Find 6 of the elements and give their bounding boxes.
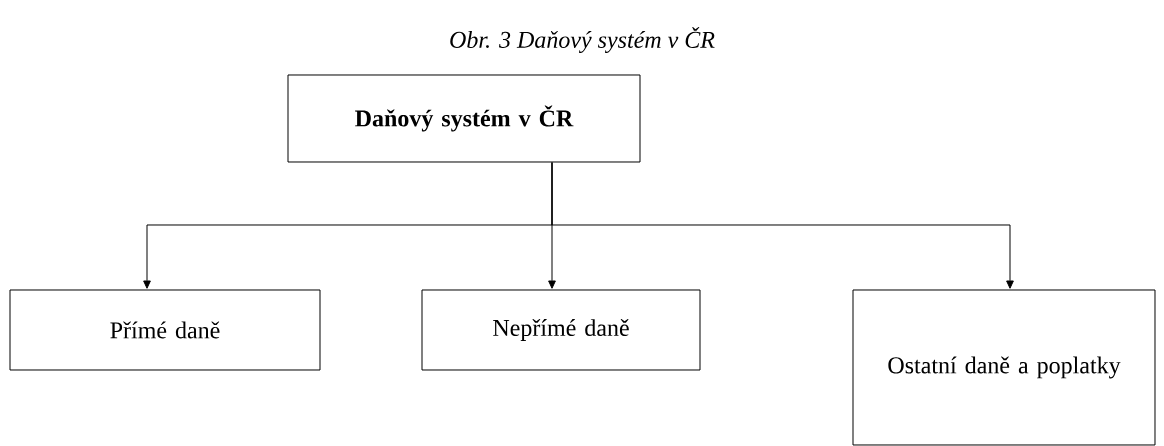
box: Přímé daně bbox=[9, 289, 321, 371]
figure-title: Obr. 3 Daňový systém v ČR bbox=[450, 27, 715, 53]
box: Ostatní daně a poplatky bbox=[852, 289, 1156, 446]
arrow bbox=[551, 162, 1014, 289]
box: Nepřímé daně bbox=[421, 289, 701, 371]
box: Daňový systém v ČR bbox=[287, 74, 641, 163]
